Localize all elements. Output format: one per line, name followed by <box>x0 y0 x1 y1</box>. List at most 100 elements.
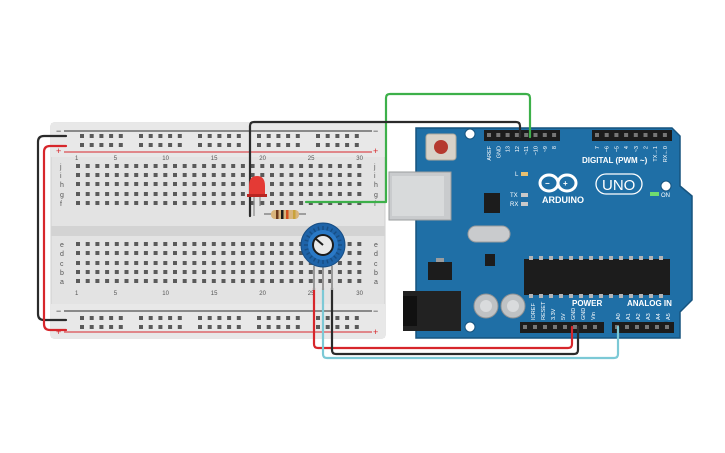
digital-pin-label: ~9 <box>543 146 549 152</box>
rail-plus-label-top-right: + <box>373 146 378 156</box>
row-letter: h <box>60 182 64 189</box>
row-letter: e <box>60 242 64 249</box>
row-letter: e <box>374 242 378 249</box>
power-pin-label: IOREF <box>531 303 537 320</box>
potentiometer[interactable] <box>300 222 346 290</box>
power-pin-label: Vin <box>591 312 597 320</box>
column-number: 30 <box>356 291 363 297</box>
row-letter: c <box>374 261 378 268</box>
row-letter: a <box>60 279 64 286</box>
wires[interactable] <box>36 92 620 360</box>
power-label: POWER <box>572 299 602 308</box>
wire-cyan-a0[interactable] <box>321 286 620 360</box>
row-letter: d <box>374 251 378 258</box>
arduino-infinity-logo: − + <box>538 173 578 193</box>
l-led-label: L <box>515 172 519 178</box>
analog-pin-label: A4 <box>656 313 662 320</box>
column-number: 5 <box>114 156 118 162</box>
power-pin-label: GND <box>581 308 587 320</box>
row-letter: g <box>374 192 378 199</box>
column-number: 10 <box>162 291 169 297</box>
row-letter: i <box>374 173 376 180</box>
digital-pin-label: RX←0 <box>663 146 669 162</box>
rail-plus-label-bottom-left: + <box>56 327 61 337</box>
digital-pin-label: ~3 <box>634 146 640 152</box>
wire-green[interactable] <box>304 92 532 204</box>
power-pin-label: RESET <box>541 301 547 320</box>
row-letter: i <box>60 173 62 180</box>
row-letter: j <box>59 164 62 171</box>
column-number: 15 <box>211 291 218 297</box>
resistor[interactable] <box>264 210 306 219</box>
digital-pin-label: 13 <box>506 146 512 152</box>
on-label: ON <box>661 193 670 199</box>
led[interactable] <box>247 176 267 216</box>
column-number: 20 <box>259 291 266 297</box>
power-header[interactable] <box>520 322 604 333</box>
row-letter: d <box>60 251 64 258</box>
tx-label: TX <box>510 193 518 199</box>
wire-black-rail-link[interactable] <box>36 134 68 322</box>
model-text: UNO <box>602 177 635 194</box>
digital-pin-label: TX→1 <box>653 146 659 162</box>
row-letter: b <box>374 270 378 277</box>
digital-pin-label: 12 <box>515 146 521 152</box>
digital-pin-label: 8 <box>552 146 558 149</box>
row-letter: f <box>60 201 62 208</box>
row-letter: a <box>374 279 378 286</box>
rail-plus-label-bottom-right: + <box>373 327 378 337</box>
digital-pin-label: 2 <box>644 146 650 149</box>
potentiometer-knob-indicator <box>315 238 324 246</box>
breadboard-holes[interactable] <box>76 134 362 329</box>
column-number: 30 <box>356 156 363 162</box>
digital-pin-label: GND <box>496 146 502 158</box>
model-badge: UNO <box>595 173 643 195</box>
row-letter: f <box>374 201 376 208</box>
row-letter: h <box>374 182 378 189</box>
digital-header-right[interactable] <box>592 130 672 141</box>
wire-black-gnd-bottom[interactable] <box>330 286 580 356</box>
digital-label: DIGITAL (PWM ~) <box>582 156 648 165</box>
power-pin-label: 3.3V <box>551 308 557 320</box>
column-number: 10 <box>162 156 169 162</box>
wire-black-gnd-top[interactable] <box>248 120 522 218</box>
digital-pin-label: 4 <box>624 146 630 149</box>
power-pin-label: 5V <box>561 313 567 320</box>
digital-pin-label: 7 <box>595 146 601 149</box>
analog-pin-label: A3 <box>646 313 652 320</box>
power-pin-labels: IOREF RESET 3.3V 5V GND GND Vin <box>531 301 597 320</box>
rail-minus-label-top-left: − <box>56 126 61 136</box>
row-letter: g <box>60 192 64 199</box>
column-number: 20 <box>259 156 266 162</box>
analog-pin-label: A1 <box>626 313 632 320</box>
column-number: 1 <box>75 156 79 162</box>
rail-minus-label-top-right: − <box>373 126 378 136</box>
row-letter: b <box>60 270 64 277</box>
digital-pin-label: ~10 <box>534 146 540 155</box>
column-number: 15 <box>211 156 218 162</box>
wire-red-rail-link[interactable] <box>42 144 68 332</box>
rail-minus-label-bottom-right: − <box>373 306 378 316</box>
digital-pin-label: ~11 <box>524 146 530 155</box>
digital-pin-label: ~6 <box>605 146 611 152</box>
column-number: 5 <box>114 291 118 297</box>
analog-pin-label: A0 <box>616 313 622 320</box>
wire-red-5v[interactable] <box>312 286 574 350</box>
power-pin-label: GND <box>571 308 577 320</box>
rail-plus-label-top-left: + <box>56 146 61 156</box>
column-number: 1 <box>75 291 79 297</box>
analog-header[interactable] <box>612 322 674 333</box>
digital-header-left[interactable] <box>484 130 560 141</box>
row-letter: c <box>60 261 64 268</box>
analog-pin-label: A5 <box>666 313 672 320</box>
rx-label: RX <box>510 202 518 208</box>
svg-text:+: + <box>563 179 568 188</box>
column-number: 25 <box>308 156 315 162</box>
brand-text: ARDUINO <box>542 195 584 205</box>
digital-pin-label: AREF <box>487 145 493 160</box>
